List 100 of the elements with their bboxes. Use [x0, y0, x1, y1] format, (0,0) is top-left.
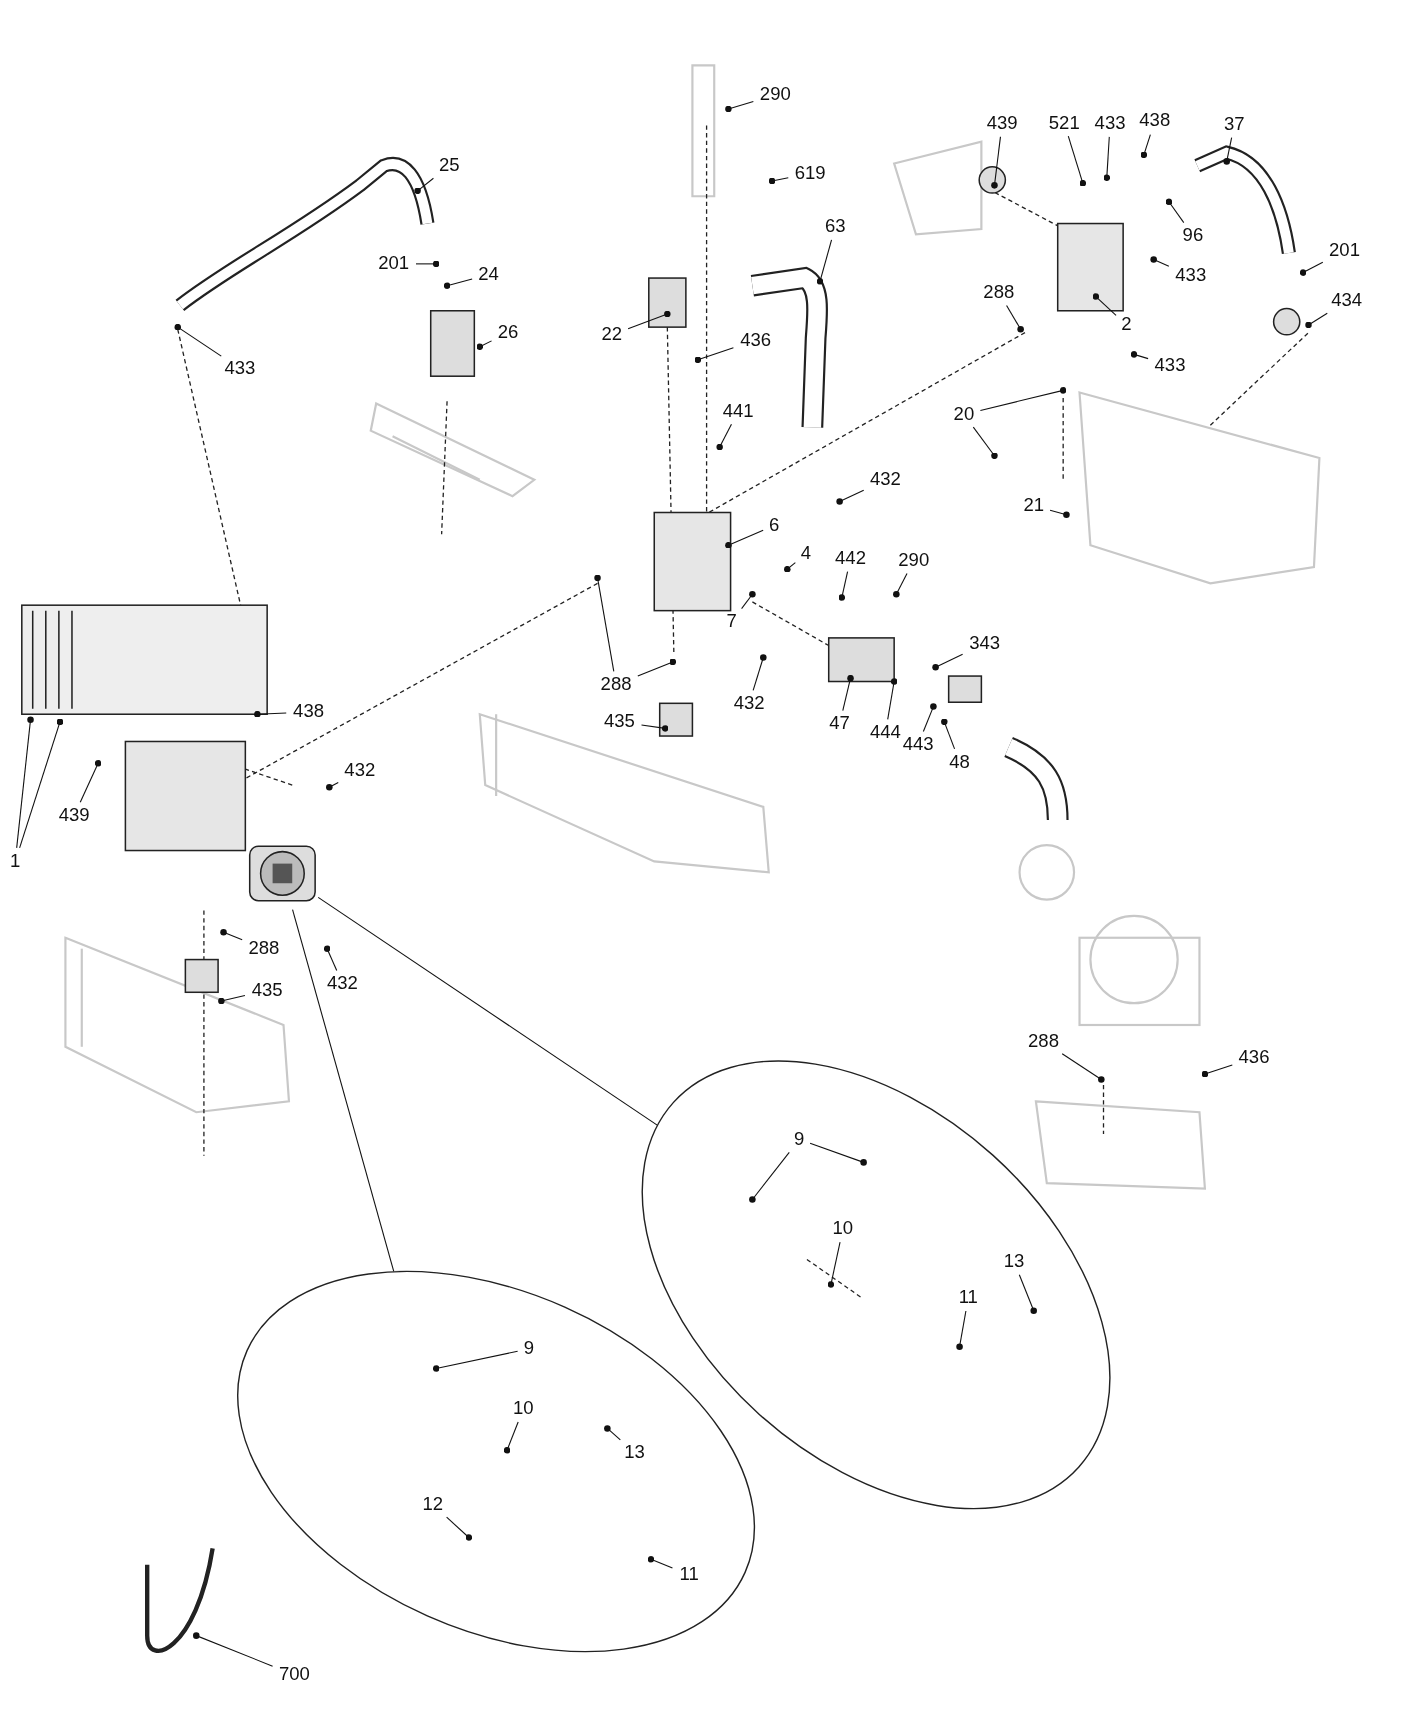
leader-line: [79, 760, 102, 803]
callout-number: 288: [979, 281, 1019, 304]
callout-number: 10: [828, 1218, 858, 1240]
leader-line: [941, 718, 956, 750]
callout-number: 343: [965, 632, 1005, 655]
leader-line: [1092, 293, 1117, 316]
callout-number: 11: [954, 1286, 983, 1309]
callout-number: 11: [674, 1563, 704, 1586]
callout-number: 25: [435, 154, 464, 177]
leader-line: [836, 489, 865, 505]
leader-line: [1067, 135, 1087, 187]
leader-line: [1140, 134, 1151, 159]
callout-number: 13: [620, 1441, 649, 1464]
leader-line: [768, 177, 789, 185]
callout-number: 521: [1044, 112, 1084, 135]
leader-line: [991, 136, 1001, 189]
leader-line: [1130, 351, 1149, 360]
callout-number: 9: [790, 1128, 808, 1151]
leader-line: [725, 529, 764, 549]
callout-number: 21: [1019, 495, 1048, 517]
callout-number: 432: [865, 468, 906, 491]
callout-number: 37: [1220, 113, 1249, 136]
leader-line: [956, 1310, 967, 1350]
callout-number: 290: [755, 83, 795, 106]
callout-number: 47: [825, 713, 854, 735]
callout-number: 12: [418, 1493, 448, 1516]
callout-number: 288: [244, 937, 284, 960]
leader-line: [887, 678, 898, 720]
callout-number: 96: [1178, 224, 1208, 247]
callout-number: 700: [274, 1664, 315, 1686]
leader-line: [414, 177, 434, 195]
callout-number: 433: [1090, 112, 1130, 135]
leader-line: [1150, 256, 1170, 267]
callout-number: 436: [736, 329, 776, 352]
callout-number: 201: [1324, 239, 1365, 262]
leader-line: [1299, 261, 1324, 276]
callout-number: 435: [247, 979, 287, 1001]
leader-line: [752, 654, 767, 691]
leader-line: [932, 653, 964, 671]
leader-line: [174, 323, 222, 357]
leader-line: [922, 703, 937, 733]
leader-line: [842, 674, 854, 712]
leader-line: [326, 781, 339, 791]
leader-line: [809, 1142, 867, 1166]
leader-line: [323, 945, 338, 972]
leader-line: [1223, 137, 1233, 165]
callout-number: 24: [474, 263, 503, 286]
leader-line: [893, 573, 908, 598]
callout-number: 434: [1327, 290, 1367, 312]
leader-line: [503, 1421, 519, 1454]
leader-line: [637, 658, 677, 677]
leader-line: [19, 718, 64, 849]
leader-line: [1018, 1274, 1037, 1314]
leader-line: [193, 1632, 274, 1667]
leader-line: [1165, 198, 1185, 224]
leader-line: [1103, 136, 1111, 181]
leader-line: [16, 716, 34, 849]
callout-number: 48: [945, 751, 974, 774]
leader-line: [784, 562, 796, 573]
callout-number: 2: [1117, 314, 1136, 336]
leader-line: [218, 994, 246, 1005]
callout-number: 439: [54, 804, 94, 827]
callout-number: 1: [6, 850, 24, 873]
callout-number: 20: [949, 403, 979, 426]
leader-line: [647, 1556, 673, 1569]
callout-number: 288: [1023, 1030, 1064, 1053]
callout-number: 619: [790, 162, 830, 185]
callout-number: 433: [1171, 264, 1211, 287]
callout-number: 22: [597, 323, 626, 346]
leader-line: [972, 426, 998, 460]
callout-number: 13: [999, 1250, 1029, 1273]
callout-number: 433: [220, 357, 260, 380]
callout-number: 433: [1150, 354, 1190, 377]
callout-number: 432: [729, 692, 769, 715]
callout-number: 201: [374, 253, 414, 275]
callout-number: 439: [982, 112, 1022, 135]
leader-line: [594, 574, 615, 672]
leader-line: [1201, 1064, 1233, 1078]
callout-number: 290: [894, 549, 934, 572]
leader-line: [432, 1350, 519, 1372]
leader-line: [838, 571, 849, 601]
callout-number: 435: [599, 710, 639, 733]
callout-number: 432: [322, 972, 362, 995]
leader-line: [749, 1151, 790, 1203]
leader-line: [604, 1425, 621, 1441]
detail-ellipse: [237, 1271, 755, 1652]
leader-line: [415, 260, 440, 268]
connector-line: [317, 896, 658, 1126]
callout-number: 4: [797, 543, 815, 565]
callout-number: 63: [821, 215, 850, 238]
callout-number: 9: [520, 1337, 538, 1360]
leader-line: [741, 591, 756, 610]
leader-line: [979, 387, 1067, 411]
callout-number: 432: [340, 760, 380, 782]
callout-number: 442: [830, 547, 871, 570]
callout-number: 438: [288, 701, 329, 723]
callout-number: 10: [509, 1397, 538, 1420]
leader-line: [1305, 312, 1328, 329]
leader-line: [627, 310, 671, 330]
callout-number: 288: [596, 673, 636, 696]
